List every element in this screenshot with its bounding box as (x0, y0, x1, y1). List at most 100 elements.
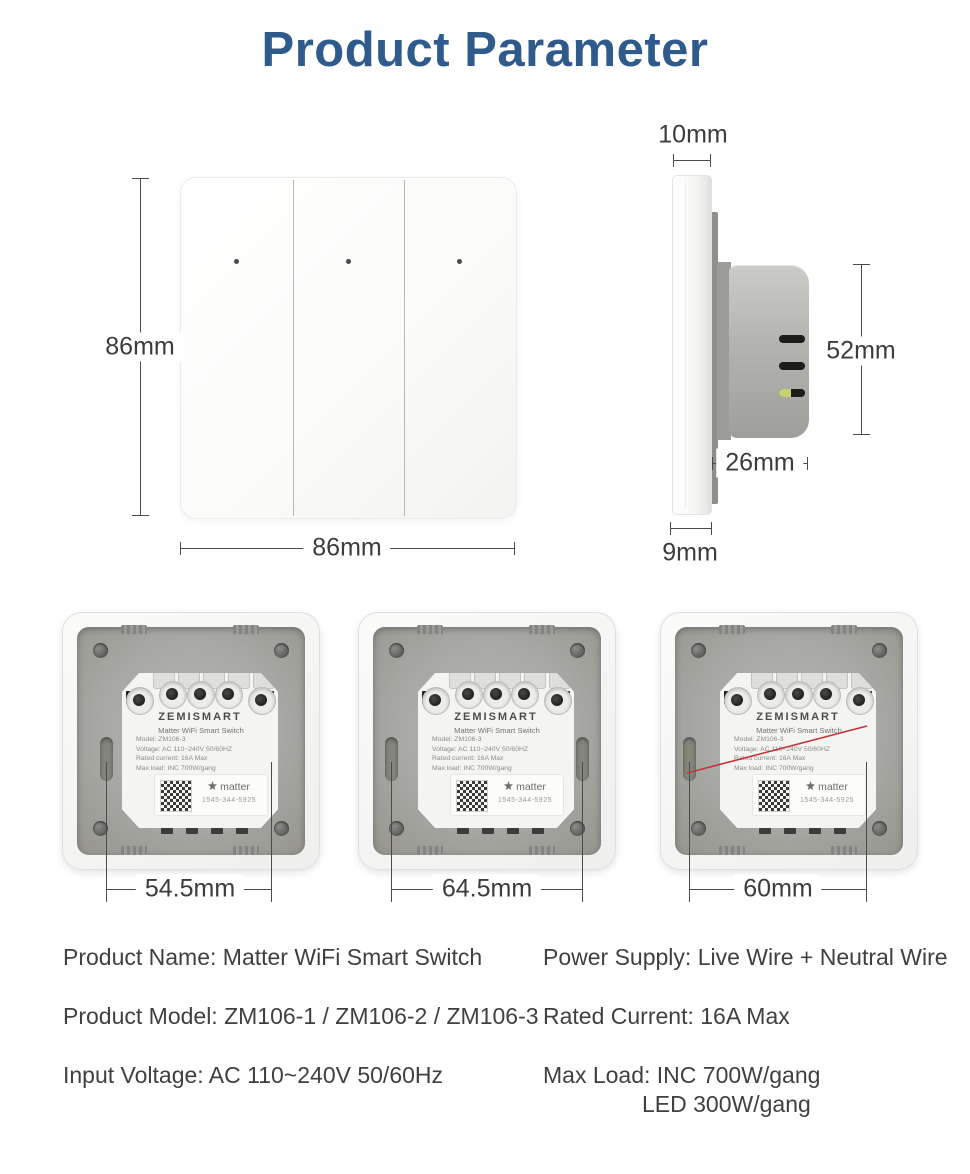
terminal-screw-head (194, 688, 206, 700)
matter-sticker: matter 1545-344-5925 (154, 774, 268, 816)
dim-cap (712, 457, 713, 470)
module-foot (482, 828, 494, 834)
label-load1: Max load: INC 700W/gang (432, 764, 512, 772)
mounting-hole (100, 737, 113, 781)
switch-module-back: ZEMISMART Matter WiFi Smart Switch Model… (122, 673, 278, 828)
label-product: Matter WiFi Smart Switch (454, 726, 540, 735)
module-foot (784, 828, 796, 834)
switch-module-back: ZEMISMART Matter WiFi Smart Switch Model… (720, 673, 876, 828)
module-foot (507, 828, 519, 834)
matter-logo-icon (504, 781, 514, 790)
matter-logo-text: matter (818, 781, 848, 793)
corner-screw (389, 821, 404, 836)
matter-logo-row: matter (491, 781, 559, 793)
qr-code (758, 780, 790, 812)
terminal-screw-head (222, 688, 234, 700)
label-load1: Max load: INC 700W/gang (734, 764, 814, 772)
matter-sticker: matter 1545-344-5925 (752, 774, 866, 816)
clip-tab (121, 625, 147, 634)
dim-leader-line (689, 762, 690, 902)
dim-cap (180, 542, 181, 555)
spec-power-supply: Power Supply: Live Wire + Neutral Wire (543, 944, 948, 970)
dim-cap (673, 154, 674, 167)
dim-cap (853, 264, 870, 265)
clip-tab (233, 846, 259, 855)
dim-cap (710, 154, 711, 167)
module-foot (532, 828, 544, 834)
terminal-screw-head (731, 694, 743, 706)
matter-logo-icon (806, 781, 816, 790)
switch-side-view-panel (672, 175, 712, 515)
back-width-label-3: 60mm (734, 874, 822, 904)
terminal-screw (215, 681, 243, 709)
spec-product-model: Product Model: ZM106-1 / ZM106-2 / ZM106… (63, 1003, 539, 1029)
matter-logo-text: matter (220, 781, 250, 793)
clip-tab (529, 846, 555, 855)
terminal-screw (422, 687, 450, 715)
terminal-screw (126, 687, 154, 715)
brand-logo-text: ZEMISMART (756, 711, 840, 723)
terminal-screw (248, 687, 276, 715)
corner-screw (691, 821, 706, 836)
terminal-screw-head (133, 694, 145, 706)
label-model: Model: ZM106-3 (734, 736, 784, 744)
back-width-label-1: 54.5mm (135, 874, 245, 904)
corner-screw (274, 821, 289, 836)
corner-screw (389, 643, 404, 658)
matter-pairing-code: 1545-344-5925 (800, 797, 854, 804)
brand-logo-text: ZEMISMART (454, 711, 538, 723)
mounting-hole (385, 737, 398, 781)
corner-screw (274, 643, 289, 658)
label-current: Rated current: 16A Max (136, 755, 208, 763)
terminal-screw-head (551, 694, 563, 706)
clip-tab (831, 846, 857, 855)
corner-screw (872, 821, 887, 836)
terminal-screw-head (255, 694, 267, 706)
dim-leader-line (866, 762, 867, 902)
side-view-module-body (729, 265, 809, 438)
side-depth-label: 26mm (716, 448, 804, 478)
switch-back-view-3: ZEMISMART Matter WiFi Smart Switch Model… (660, 612, 918, 870)
label-product: Matter WiFi Smart Switch (158, 726, 244, 735)
module-foot (186, 828, 198, 834)
panel-edge-line (685, 182, 686, 508)
touch-indicator-dot (234, 259, 239, 264)
label-product: Matter WiFi Smart Switch (756, 726, 842, 735)
terminal-screw-head (764, 688, 776, 700)
side-top-label: 10mm (658, 120, 728, 149)
side-top-dim-line (673, 160, 711, 161)
spec-product-name: Product Name: Matter WiFi Smart Switch (63, 944, 483, 970)
label-current: Rated current: 16A Max (432, 755, 504, 763)
corner-screw (570, 643, 585, 658)
matter-logo-text: matter (516, 781, 546, 793)
terminal-screw (785, 681, 813, 709)
label-voltage: Voltage: AC 110~240V 50/60HZ (734, 745, 831, 753)
terminal-screw (159, 681, 187, 709)
terminal-screw-head (820, 688, 832, 700)
label-voltage: Voltage: AC 110~240V 50/60HZ (136, 745, 233, 753)
qr-code (456, 780, 488, 812)
clip-tab (121, 846, 147, 855)
spec-max-load-2: LED 300W/gang (642, 1091, 811, 1117)
module-foot (236, 828, 248, 834)
matter-pairing-code: 1545-344-5925 (498, 797, 552, 804)
spec-rated-current: Rated Current: 16A Max (543, 1003, 790, 1029)
dim-cap (670, 522, 671, 535)
module-foot (211, 828, 223, 834)
side-bottom-dim-line (670, 528, 712, 529)
side-view-backplate (709, 212, 718, 504)
corner-screw (93, 821, 108, 836)
back-width-label-2: 64.5mm (432, 874, 542, 904)
switch-back-view-2: ZEMISMART Matter WiFi Smart Switch Model… (358, 612, 616, 870)
dim-cap (807, 457, 808, 470)
switch-module-back: ZEMISMART Matter WiFi Smart Switch Model… (418, 673, 574, 828)
clip-tab (233, 625, 259, 634)
terminal-screw (846, 687, 874, 715)
matter-logo-row: matter (195, 781, 263, 793)
switch-front-view (180, 177, 517, 519)
terminal-screw (483, 681, 511, 709)
matter-logo-row: matter (793, 781, 861, 793)
terminal-screw (187, 681, 215, 709)
front-width-label: 86mm (303, 533, 391, 563)
